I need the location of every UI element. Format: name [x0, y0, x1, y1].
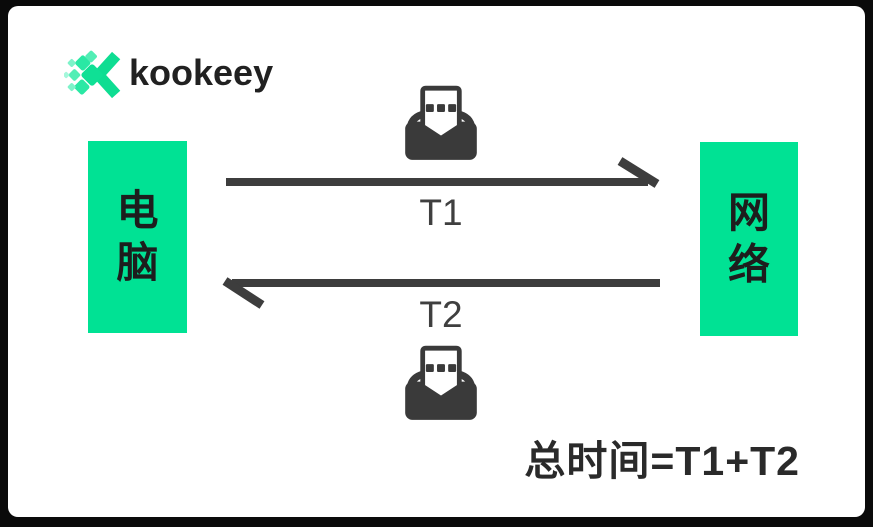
- t1-label: T1: [419, 192, 463, 233]
- network-node-label: 网 络: [727, 189, 770, 288]
- brand-name: kookeey: [129, 52, 274, 93]
- computer-node: 电 脑: [88, 141, 187, 333]
- t2-label: T2: [419, 294, 463, 335]
- diagram-card: kookeey 电 脑 网 络 T1: [8, 6, 865, 517]
- kookeey-logo: kookeey: [64, 50, 273, 100]
- computer-node-label: 电 脑: [116, 187, 159, 286]
- network-node: 网 络: [700, 142, 798, 336]
- kookeey-diamond-k-icon: [64, 50, 121, 99]
- request-envelope-icon: [405, 85, 477, 160]
- request-arrow-right: [226, 157, 660, 188]
- response-envelope-icon: [405, 345, 477, 420]
- total-time-formula: 总时间=T1+T2: [524, 438, 800, 484]
- response-arrow-left: [222, 277, 660, 309]
